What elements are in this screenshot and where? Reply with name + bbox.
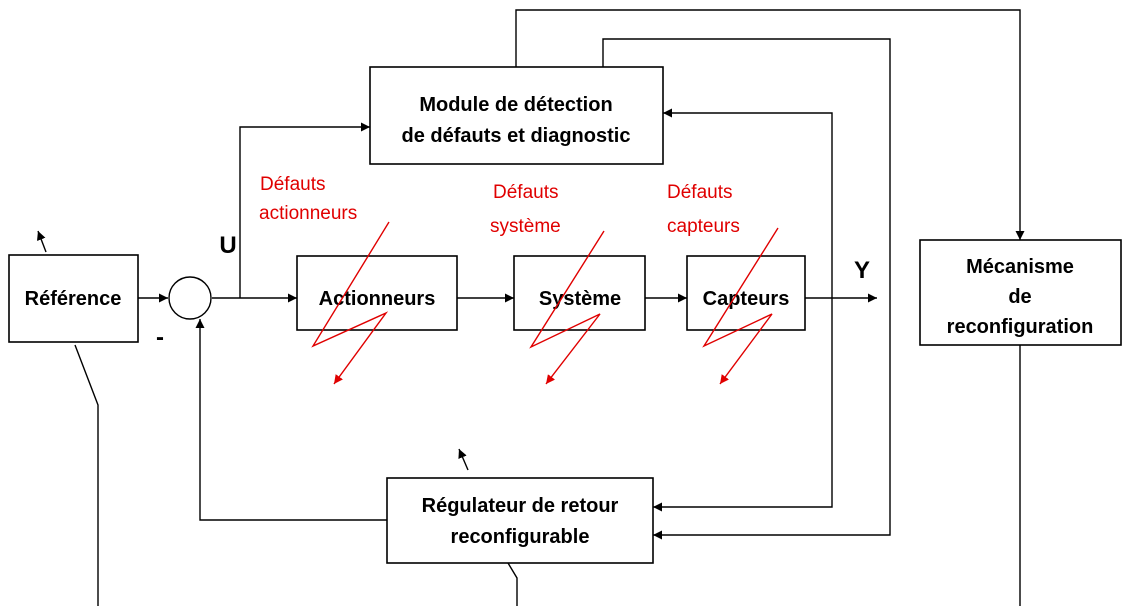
reference-label: Référence <box>25 288 122 310</box>
actuators-label: Actionneurs <box>319 288 436 310</box>
reconfiguration-label-line2: de <box>1008 286 1031 308</box>
reconfiguration-label-line1: Mécanisme <box>966 256 1074 278</box>
reconfiguration-label-line3: reconfiguration <box>947 316 1094 338</box>
wire-controller-to-sum <box>195 319 387 521</box>
block-sensors: Capteurs <box>686 255 806 331</box>
fault-actuators-line1: Défauts <box>260 174 325 195</box>
fault-actuators: Défauts actionneurs <box>259 174 390 385</box>
wire-fdd-to-controller <box>602 38 891 540</box>
block-reconfiguration: Mécanisme de reconfiguration <box>919 239 1122 346</box>
sensors-label: Capteurs <box>703 288 790 310</box>
wire-fdd-to-reconfiguration <box>515 9 1025 240</box>
signal-u-label: U <box>219 232 236 259</box>
block-system: Système <box>513 255 646 331</box>
fault-system-line2: système <box>490 216 561 237</box>
fault-sensors-line1: Défauts <box>667 182 732 203</box>
wire-y-to-controller <box>653 298 833 512</box>
fault-sensors: Défauts capteurs <box>667 182 779 385</box>
fault-sensors-line2: capteurs <box>667 216 740 237</box>
system-label: Système <box>539 288 621 310</box>
fault-actuators-bolt <box>311 221 390 385</box>
wire-u-to-fdd <box>239 122 370 298</box>
fault-system-bolt <box>529 230 605 385</box>
signal-y-label: Y <box>854 257 870 284</box>
wire-reference-adjust <box>74 344 99 606</box>
wire-reference-adjust-arrow <box>36 230 47 253</box>
summing-junction <box>168 276 212 320</box>
wire-controller-adjust-arrow <box>458 448 469 471</box>
wire-y-to-fdd <box>663 108 833 298</box>
block-actuators: Actionneurs <box>296 255 458 331</box>
controller-label-line1: Régulateur de retour <box>422 495 619 517</box>
fault-actuators-line2: actionneurs <box>259 203 357 224</box>
wire-controller-adjust <box>507 562 518 606</box>
fault-system-line1: Défauts <box>493 182 558 203</box>
minus-sign: - <box>156 324 164 351</box>
fdd-label-line2: de défauts et diagnostic <box>402 125 631 147</box>
block-fdd: Module de détection de défauts et diagno… <box>369 66 664 165</box>
fault-sensors-bolt <box>702 227 779 385</box>
fdd-label-line1: Module de détection <box>419 94 612 116</box>
block-controller: Régulateur de retour reconfigurable <box>386 477 654 564</box>
fault-system: Défauts système <box>490 182 605 385</box>
controller-label-line2: reconfigurable <box>451 526 590 548</box>
block-reference: Référence <box>8 254 139 343</box>
wires <box>36 9 1025 606</box>
